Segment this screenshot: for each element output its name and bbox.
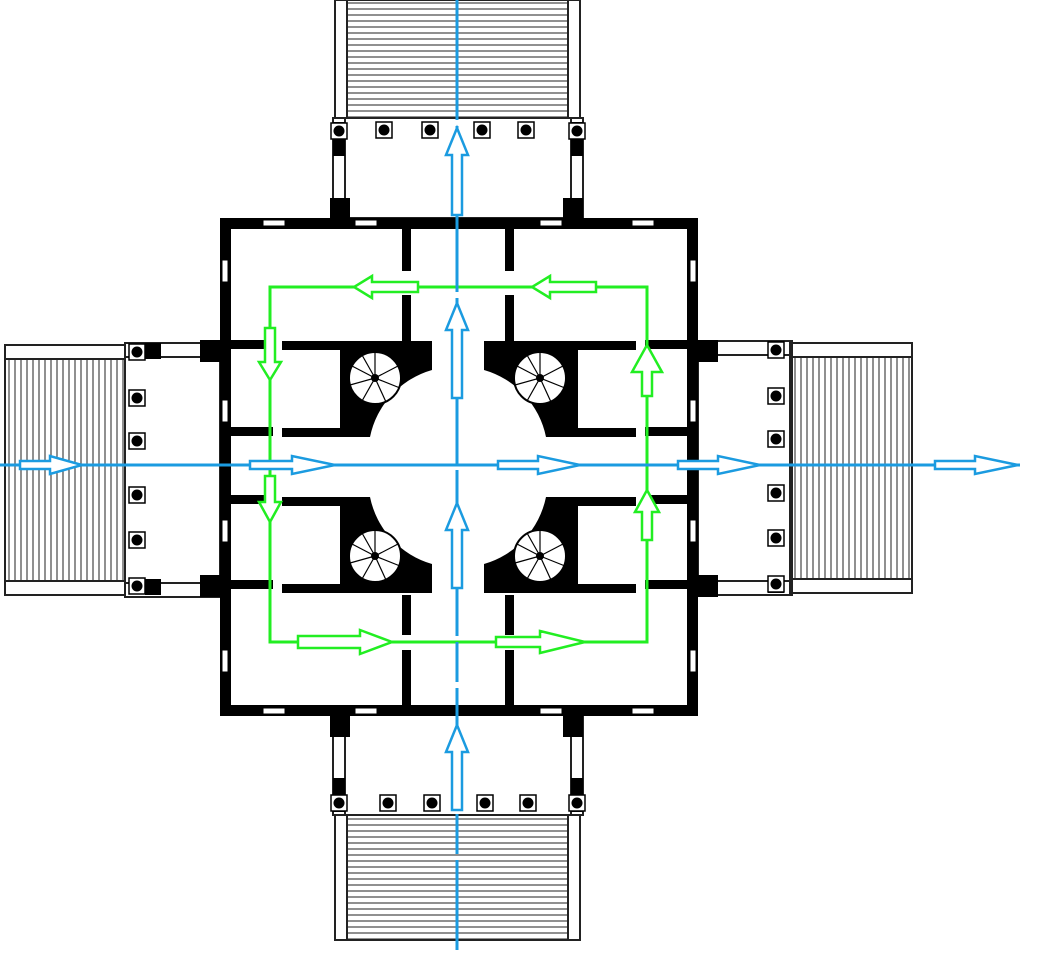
column	[767, 430, 785, 448]
column	[330, 122, 348, 140]
column	[423, 794, 441, 812]
east-axis-arrow-2	[248, 454, 336, 476]
windows	[221, 219, 697, 715]
ring-arrow-top-left	[351, 273, 420, 301]
west-portico	[124, 342, 221, 598]
column	[379, 794, 397, 812]
ring-arrow-left-lower	[256, 474, 284, 525]
ring-arrow-left-upper	[256, 326, 284, 383]
column	[519, 794, 537, 812]
east-axis-arrow-3	[496, 454, 581, 476]
stair-tower-sw	[282, 497, 432, 593]
column	[767, 575, 785, 593]
column	[128, 432, 146, 450]
column	[476, 794, 494, 812]
stair-tower-ne	[484, 341, 636, 437]
east-stairs	[789, 342, 913, 594]
column	[473, 121, 491, 139]
column	[568, 794, 586, 812]
column	[767, 484, 785, 502]
column	[517, 121, 535, 139]
column	[767, 529, 785, 547]
north-axis-arrow-lower	[444, 499, 470, 590]
column	[375, 121, 393, 139]
east-axis-arrow-4	[676, 454, 761, 476]
column	[767, 341, 785, 359]
column	[128, 486, 146, 504]
ring-arrow-right-upper	[629, 342, 665, 398]
column	[421, 121, 439, 139]
column	[568, 122, 586, 140]
stair-tower-se	[484, 497, 636, 593]
axis-arrows	[18, 124, 1019, 812]
ring-arrows	[256, 273, 665, 656]
north-axis-arrow-middle	[444, 299, 470, 400]
column	[128, 389, 146, 407]
stair-tower-nw	[282, 341, 432, 437]
ring-arrow-bottom-left	[296, 628, 396, 656]
column	[128, 531, 146, 549]
column	[330, 794, 348, 812]
east-axis-arrow-1	[18, 454, 87, 476]
ring-arrow-top-right	[529, 273, 598, 301]
column	[767, 387, 785, 405]
portico-columns	[128, 121, 785, 812]
ring-arrow-bottom-right	[494, 629, 586, 655]
column	[128, 577, 146, 595]
north-axis-arrow-bottom	[444, 721, 470, 812]
column	[128, 343, 146, 361]
interior-walls	[231, 229, 687, 705]
ring-arrow-right-lower	[632, 487, 662, 542]
north-axis-arrow-upper	[444, 124, 470, 217]
east-axis-arrow-5	[933, 454, 1019, 476]
